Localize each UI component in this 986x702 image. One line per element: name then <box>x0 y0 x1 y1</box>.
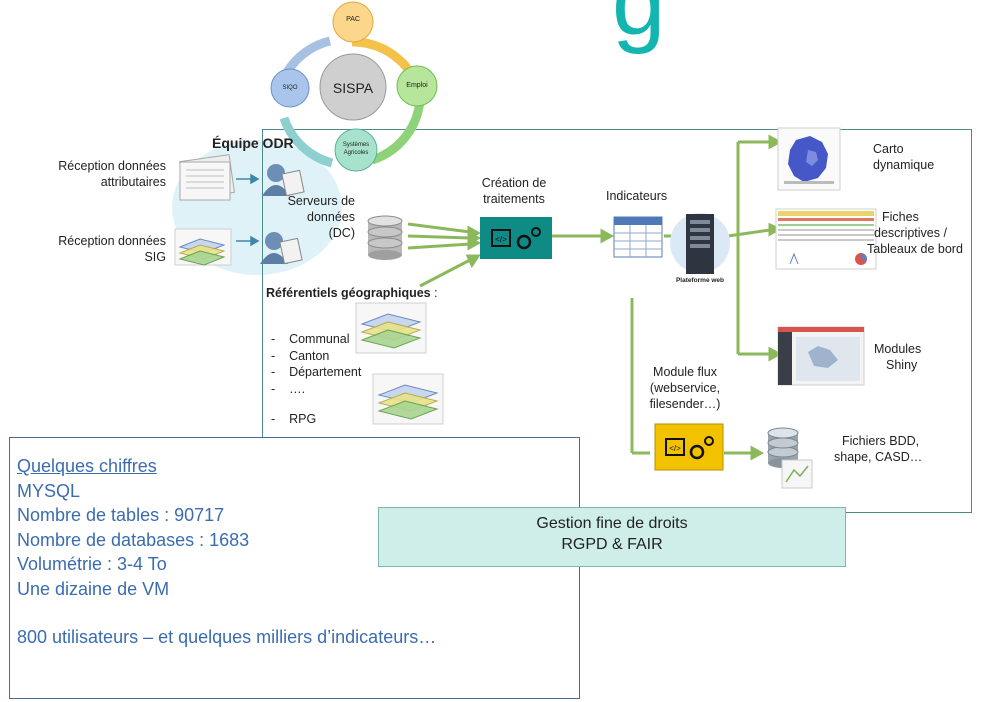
list-item: - …. <box>271 381 306 396</box>
svg-text:</>: </> <box>669 444 681 453</box>
document-stack-icon <box>179 154 235 201</box>
sispa-node-siqo-label: SIQO <box>282 85 298 91</box>
stats-panel: Quelques chiffres MYSQL Nombre de tables… <box>9 437 580 699</box>
gis-layers-icon <box>355 302 427 354</box>
processing-box: </> <box>480 217 552 259</box>
stats-footer: 800 utilisateurs – et quelques milliers … <box>17 627 437 647</box>
page-title-fragment: g <box>612 0 666 55</box>
rights-banner: Gestion fine de droits RGPD & FAIR <box>378 507 846 567</box>
sispa-node-emploi <box>396 65 438 107</box>
stats-line: Nombre de tables : 90717 <box>17 505 225 525</box>
stats-line: MYSQL <box>17 480 81 501</box>
referentiels-title: Référentiels géographiques : <box>266 286 438 300</box>
list-item: - Canton <box>271 348 330 363</box>
server-icon <box>670 213 730 274</box>
team-label: Équipe ODR <box>212 135 294 151</box>
gis-layers-icon <box>372 373 444 425</box>
flux-module-box: </> <box>654 423 724 471</box>
dashboard-thumbnail <box>775 208 877 270</box>
reception-arrows <box>236 173 260 247</box>
sispa-node-pac <box>332 1 374 43</box>
database-icon <box>367 215 403 260</box>
shiny-thumbnail <box>777 326 865 386</box>
list-item: - Département <box>271 365 362 379</box>
fichiers-label: Fichiers BDD,shape, CASD… <box>834 434 923 464</box>
svg-text:</>: </> <box>495 235 507 244</box>
person-icon <box>260 232 303 265</box>
person-icon <box>262 164 305 197</box>
sispa-center-circle <box>319 53 387 121</box>
sispa-node-siqo <box>270 68 310 108</box>
database-files-icon <box>767 427 813 489</box>
sispa-node-emploi-label: Emploi <box>406 82 428 89</box>
sispa-node-pac-label: PAC <box>346 16 360 23</box>
stats-line: Nombre de databases : 1683 <box>17 529 250 550</box>
indicateurs-label: Indicateurs <box>606 189 668 203</box>
sispa-ring <box>270 1 438 172</box>
gis-layers-icon <box>174 228 232 266</box>
referentiels-list: - Communal - Canton - Département - …. -… <box>271 331 361 428</box>
sispa-center-label: SISPA <box>332 80 374 96</box>
sispa-node-systemes <box>334 128 378 172</box>
list-item: - Communal <box>271 332 350 346</box>
stats-line: Volumétrie : 3-4 To <box>17 554 167 574</box>
stats-title: Quelques chiffres <box>17 456 157 476</box>
plateforme-web-label: Plateforme web <box>675 277 725 284</box>
list-item: - RPG <box>271 412 317 426</box>
module-flux-label: Module flux(webservice,filesender…) <box>649 365 721 411</box>
table-icon <box>613 216 663 258</box>
map-thumbnail <box>777 127 841 191</box>
stats-line: Une dizaine de VM <box>17 578 170 599</box>
